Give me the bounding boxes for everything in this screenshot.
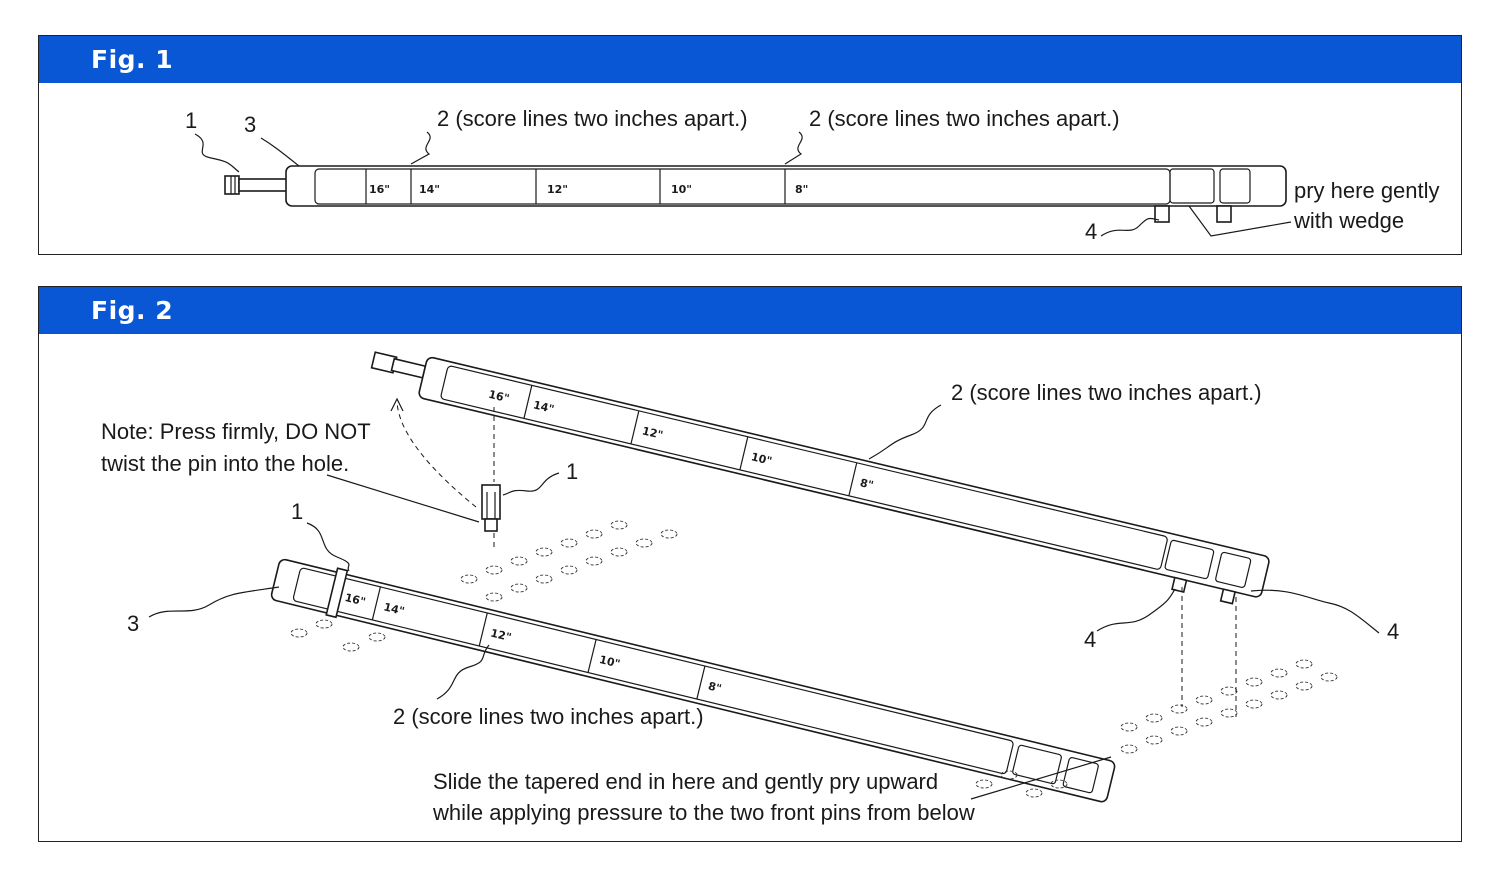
leader-line	[148, 586, 280, 618]
leader-line	[502, 472, 560, 496]
bottom-mark-8: 8"	[707, 680, 723, 696]
leader-line	[326, 474, 480, 523]
top-mark-10: 10"	[750, 450, 773, 468]
leader-line	[970, 756, 1112, 800]
bottom-mark-14: 14"	[382, 600, 406, 618]
callout-2b: 2 (score lines two inches apart.)	[809, 106, 1120, 131]
figure-2-drawing: 16" 14" 12" 10" 8" 16" 14" 12" 10" 8"	[101, 351, 1399, 825]
pry-note-line1: pry here gently	[1294, 178, 1440, 203]
figure-1-drawing: 16" 14" 12" 10" 8" 1 3 2 (score lines tw…	[185, 106, 1440, 244]
leader-line	[784, 131, 803, 165]
bottom-mark-10: 10"	[598, 653, 622, 671]
figure-1-header: Fig. 1	[39, 36, 1461, 83]
top-mark-12: 12"	[641, 424, 664, 442]
leader-line	[260, 137, 300, 167]
callout-1: 1	[185, 108, 197, 133]
figure-2-panel: Fig. 2 16" 14" 12" 10" 8"	[38, 286, 1462, 842]
bottom-rail: 16" 14" 12" 10" 8"	[270, 558, 1116, 803]
top-rail: 16" 14" 12" 10" 8"	[370, 351, 1270, 605]
callout-2-bottom: 2 (score lines two inches apart.)	[393, 704, 704, 729]
note-line2: twist the pin into the hole.	[101, 451, 349, 476]
score-mark-12: 12"	[547, 183, 568, 196]
arrow-head	[390, 397, 404, 412]
score-mark-10: 10"	[671, 183, 692, 196]
figure-2-title: Fig. 2	[91, 296, 174, 325]
callout-2-top: 2 (score lines two inches apart.)	[951, 380, 1262, 405]
bottom-mark-16: 16"	[343, 591, 367, 609]
leader-line	[1250, 589, 1380, 634]
callout-1-pin: 1	[566, 459, 578, 484]
figure-2-header: Fig. 2	[39, 287, 1461, 334]
leader-line	[194, 133, 240, 173]
slide-note-line1: Slide the tapered end in here and gently…	[433, 769, 938, 794]
leader-line	[1096, 588, 1176, 632]
rail-body	[285, 165, 1287, 223]
pry-note-line2: with wedge	[1293, 208, 1404, 233]
figure-1-title: Fig. 1	[91, 45, 174, 74]
slide-note-line2: while applying pressure to the two front…	[432, 800, 975, 825]
pin-part	[224, 175, 288, 195]
callout-1-rail: 1	[291, 499, 303, 524]
leader-line	[436, 644, 490, 700]
callout-2a: 2 (score lines two inches apart.)	[437, 106, 748, 131]
callout-4-left: 4	[1084, 627, 1096, 652]
loose-pin	[481, 484, 501, 532]
bottom-mark-12: 12"	[489, 627, 513, 645]
leader-line	[306, 522, 350, 572]
score-mark-16: 16"	[369, 183, 390, 196]
rotation-arrow	[396, 401, 477, 508]
top-mark-8: 8"	[859, 476, 875, 492]
score-mark-8: 8"	[795, 183, 808, 196]
callout-3: 3	[127, 611, 139, 636]
leader-line	[1188, 205, 1292, 237]
hole-pattern	[290, 520, 1338, 798]
callout-4: 4	[1085, 219, 1097, 244]
figure-1-panel: Fig. 1 16" 14" 12" 10"	[38, 35, 1462, 255]
top-mark-16: 16"	[487, 388, 510, 406]
leader-line	[410, 131, 431, 165]
score-mark-14: 14"	[419, 183, 440, 196]
callout-4-right: 4	[1387, 619, 1399, 644]
leader-line	[1100, 217, 1160, 237]
callout-3: 3	[244, 112, 256, 137]
note-line1: Note: Press firmly, DO NOT	[101, 419, 371, 444]
leader-line	[868, 404, 942, 460]
top-mark-14: 14"	[532, 398, 555, 416]
